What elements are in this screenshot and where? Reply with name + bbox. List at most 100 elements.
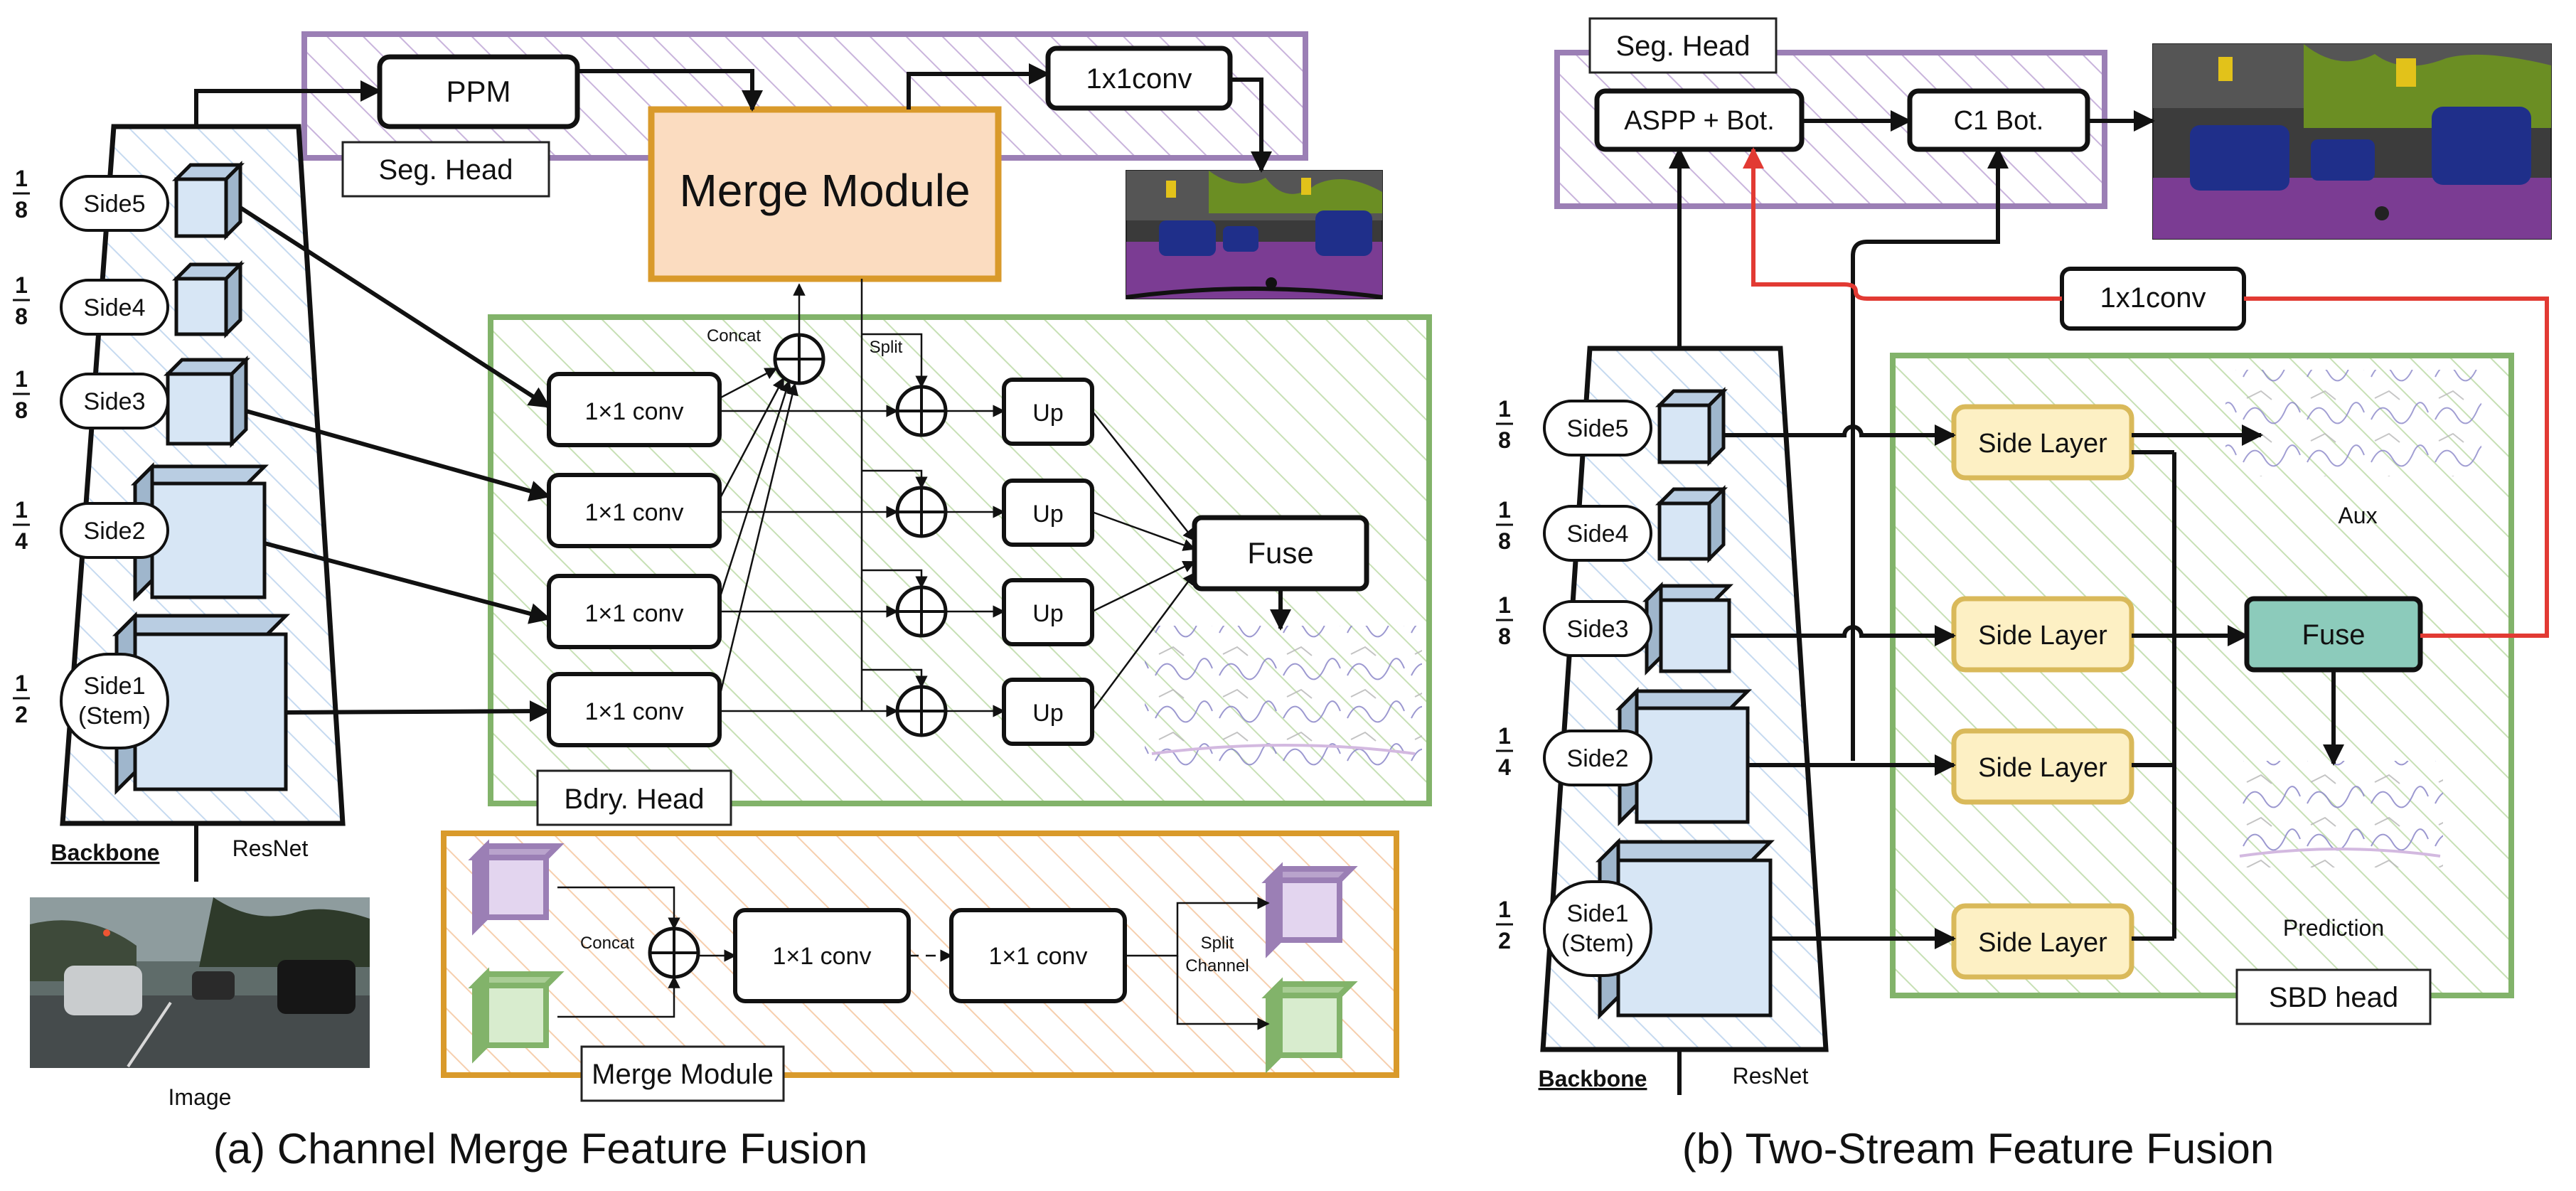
inset-cube-purple-in xyxy=(468,839,565,936)
svg-text:Side Layer: Side Layer xyxy=(1978,429,2107,459)
connectors-a xyxy=(194,63,1291,722)
svg-text:1: 1 xyxy=(1498,592,1511,618)
conv-row-a-4: 1×1 conv xyxy=(547,672,722,747)
conv-row-a-3: 1×1 conv xyxy=(547,574,722,649)
svg-text:1: 1 xyxy=(1498,497,1511,523)
merge-module-inset: Merge Module Concat 1×1 conv xyxy=(441,831,1399,1102)
conv-1x1-top-label: 1x1conv xyxy=(1086,63,1192,95)
up-box-a-2: Up xyxy=(1002,479,1094,547)
c1-label: C1 Bot. xyxy=(1954,106,2044,136)
merge-module-title: Merge Module xyxy=(679,165,970,216)
fractions-b: 1 8 1 8 1 8 1 4 1 2 xyxy=(1496,396,1513,954)
inset-split-label: Split xyxy=(1201,934,1234,953)
feature-cube-b-5 xyxy=(1655,386,1728,467)
svg-text:Up: Up xyxy=(1032,501,1063,528)
svg-text:1×1 conv: 1×1 conv xyxy=(773,943,872,970)
inset-cube-purple-out xyxy=(1261,862,1358,958)
split-circle-a-4 xyxy=(895,685,948,737)
prediction-image xyxy=(2237,761,2443,867)
svg-text:8: 8 xyxy=(15,304,28,329)
fraction-b-1: 1 8 xyxy=(1496,396,1513,453)
split-circle-a-3 xyxy=(895,585,948,638)
inset-conv-1: 1×1 conv xyxy=(733,908,911,1003)
fuse-label-b: Fuse xyxy=(2302,619,2366,651)
aspp-label: ASPP + Bot. xyxy=(1624,106,1775,136)
svg-text:Side1: Side1 xyxy=(1567,900,1629,927)
svg-text:2: 2 xyxy=(15,702,28,727)
svg-text:Side4: Side4 xyxy=(1567,520,1629,548)
svg-text:Side3: Side3 xyxy=(1567,616,1629,643)
inset-channel-label: Channel xyxy=(1185,956,1249,976)
aux-image xyxy=(2225,370,2481,476)
svg-text:Side1: Side1 xyxy=(84,673,146,700)
svg-text:8: 8 xyxy=(1498,624,1511,649)
inset-conv-2: 1×1 conv xyxy=(949,908,1127,1003)
fractions-a: 1 8 1 8 1 8 1 4 1 2 xyxy=(13,166,30,727)
seg-output-image-a xyxy=(1126,170,1383,299)
backbone-label-a: Backbone xyxy=(51,840,160,865)
split-circle-a-2 xyxy=(895,486,948,538)
svg-text:(Stem): (Stem) xyxy=(1561,930,1634,957)
side-layer-b-1: Side Layer xyxy=(1951,404,2134,481)
side-label-a-3: Side3 xyxy=(60,373,169,429)
svg-text:Side2: Side2 xyxy=(84,518,146,545)
svg-text:1: 1 xyxy=(1498,723,1511,749)
feature-cube-a-4 xyxy=(171,260,245,339)
inset-label: Merge Module xyxy=(592,1059,774,1090)
side-label-b-2: Side2 xyxy=(1543,730,1652,786)
svg-text:1×1 conv: 1×1 conv xyxy=(585,499,684,526)
inset-cube-green-in xyxy=(468,967,565,1064)
prediction-label: Prediction xyxy=(2283,915,2384,941)
fraction-a-2: 1 8 xyxy=(13,272,30,329)
conv-row-a-2: 1×1 conv xyxy=(547,473,722,548)
svg-text:1: 1 xyxy=(15,366,28,392)
up-box-a-4: Up xyxy=(1002,678,1094,746)
svg-text:1×1 conv: 1×1 conv xyxy=(989,943,1088,970)
inset-cube-green-out xyxy=(1261,977,1358,1074)
svg-text:8: 8 xyxy=(15,397,28,423)
side-label-a-4: Side4 xyxy=(60,279,169,336)
feature-cube-a-5 xyxy=(171,160,245,241)
feature-cube-b-4 xyxy=(1655,484,1728,564)
side-layer-b-4: Side Layer xyxy=(1951,903,2134,980)
fraction-a-3: 1 8 xyxy=(13,366,30,423)
feature-cube-a-3 xyxy=(163,355,251,449)
feature-cube-b-2 xyxy=(1615,686,1753,827)
side-label-a-1: Side1 (Stem) xyxy=(60,653,169,749)
fraction-b-5: 1 2 xyxy=(1496,897,1513,954)
bdry-head-label-box xyxy=(536,769,732,826)
fraction-b-3: 1 8 xyxy=(1496,592,1513,649)
resnet-label-a: ResNet xyxy=(233,835,309,861)
bdry-head-label: Bdry. Head xyxy=(564,784,704,815)
svg-text:2: 2 xyxy=(1498,928,1511,954)
connectors-b xyxy=(1669,110,2344,949)
side-layer-b-2: Side Layer xyxy=(1951,596,2134,673)
caption-b: (b) Two-Stream Feature Fusion xyxy=(1682,1125,2275,1173)
up-box-a-1: Up xyxy=(1002,378,1094,446)
side-label-b-5: Side5 xyxy=(1543,400,1652,456)
aux-label: Aux xyxy=(2338,503,2377,528)
concat-circle-a xyxy=(773,333,825,385)
fraction-a-5: 1 2 xyxy=(13,671,30,727)
fraction-b-2: 1 8 xyxy=(1496,497,1513,554)
svg-text:1: 1 xyxy=(15,497,28,523)
seg-head-label-a: Seg. Head xyxy=(378,154,513,186)
split-circle-a-1 xyxy=(895,385,948,437)
input-image xyxy=(30,897,370,1068)
conv-row-a-1: 1×1 conv xyxy=(547,372,722,447)
side-layer-b-3: Side Layer xyxy=(1951,728,2134,805)
svg-text:1: 1 xyxy=(15,166,28,191)
svg-text:1×1 conv: 1×1 conv xyxy=(585,600,684,627)
edge-output-image-a xyxy=(1145,626,1422,768)
svg-text:Side3: Side3 xyxy=(84,388,146,415)
conv-1x1-b-label: 1x1conv xyxy=(2100,282,2206,314)
svg-text:8: 8 xyxy=(1498,528,1511,554)
feature-cube-a-1 xyxy=(112,611,291,796)
seg-output-image-b xyxy=(2152,43,2552,240)
svg-text:Side Layer: Side Layer xyxy=(1978,928,2107,958)
svg-text:Up: Up xyxy=(1032,400,1063,427)
svg-text:Side2: Side2 xyxy=(1567,745,1629,772)
svg-text:1: 1 xyxy=(1498,897,1511,922)
ppm-label: PPM xyxy=(446,75,511,108)
